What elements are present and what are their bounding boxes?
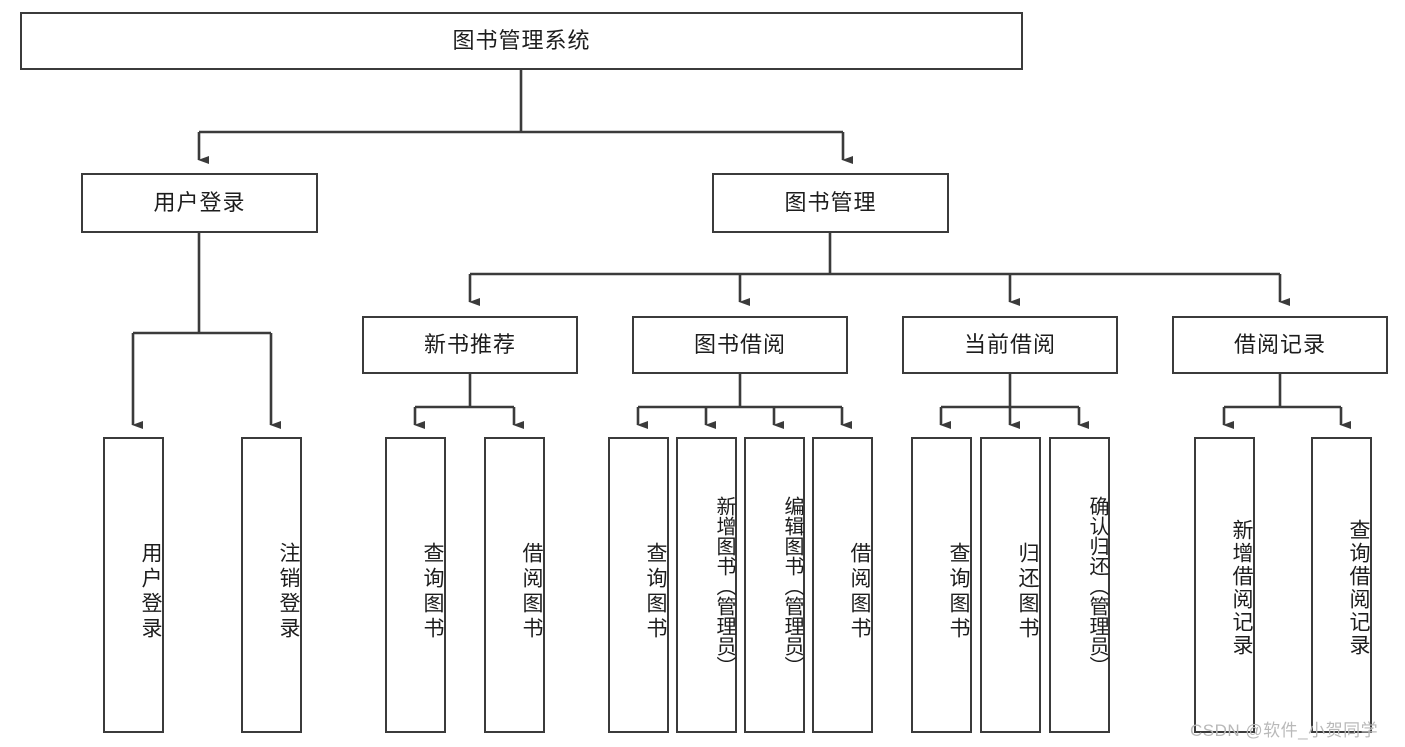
- node-user-login[interactable]: 用户登录: [81, 173, 318, 233]
- node-book-management[interactable]: 图书管理: [712, 173, 949, 233]
- leaf-book-borrow-add-book-admin[interactable]: 新增图书（管理员）: [676, 437, 737, 733]
- node-book-borrow[interactable]: 图书借阅: [632, 316, 848, 374]
- node-label: 借阅图书: [520, 542, 543, 642]
- node-label: 归还图书: [1016, 542, 1039, 642]
- leaf-current-borrow-return-book[interactable]: 归还图书: [980, 437, 1041, 733]
- node-label: 查询图书: [644, 542, 667, 642]
- csdn-watermark: CSDN @软件_小贺同学: [1190, 721, 1379, 740]
- leaf-user-login-logout[interactable]: 注销登录: [241, 437, 302, 733]
- leaf-new-book-query-book[interactable]: 查询图书: [385, 437, 446, 733]
- node-label: 注销登录: [277, 542, 300, 642]
- node-label: 新书推荐: [423, 332, 516, 358]
- node-label: 借阅图书: [848, 542, 871, 642]
- node-label: 查询借阅记录: [1347, 519, 1370, 657]
- node-label: 当前借阅: [963, 332, 1056, 358]
- node-current-borrow[interactable]: 当前借阅: [902, 316, 1118, 374]
- leaf-borrow-record-query-record[interactable]: 查询借阅记录: [1311, 437, 1372, 733]
- node-label: 借阅记录: [1233, 332, 1326, 358]
- node-root-book-management-system[interactable]: 图书管理系统: [20, 12, 1023, 70]
- node-label: 编辑图书（管理员）: [781, 496, 803, 676]
- leaf-current-borrow-query-book[interactable]: 查询图书: [911, 437, 972, 733]
- leaf-user-login-login[interactable]: 用户登录: [103, 437, 164, 733]
- leaf-book-borrow-query-book[interactable]: 查询图书: [608, 437, 669, 733]
- node-label: 新增借阅记录: [1230, 519, 1253, 657]
- leaf-new-book-borrow-book[interactable]: 借阅图书: [484, 437, 545, 733]
- node-label: 用户登录: [139, 542, 162, 642]
- node-label: 查询图书: [947, 542, 970, 642]
- node-label: 查询图书: [421, 542, 444, 642]
- node-label: 新增图书（管理员）: [713, 496, 735, 676]
- node-new-book-recommend[interactable]: 新书推荐: [362, 316, 578, 374]
- leaf-borrow-record-add-record[interactable]: 新增借阅记录: [1194, 437, 1255, 733]
- leaf-current-borrow-confirm-return-admin[interactable]: 确认归还（管理员）: [1049, 437, 1110, 733]
- node-label: 用户登录: [153, 190, 246, 216]
- leaf-book-borrow-borrow-book[interactable]: 借阅图书: [812, 437, 873, 733]
- node-label: 图书管理系统: [452, 28, 591, 54]
- node-label: 图书借阅: [693, 332, 786, 358]
- leaf-book-borrow-edit-book-admin[interactable]: 编辑图书（管理员）: [744, 437, 805, 733]
- node-label: 确认归还（管理员）: [1086, 496, 1108, 676]
- node-borrow-record[interactable]: 借阅记录: [1172, 316, 1388, 374]
- node-label: 图书管理: [784, 190, 877, 216]
